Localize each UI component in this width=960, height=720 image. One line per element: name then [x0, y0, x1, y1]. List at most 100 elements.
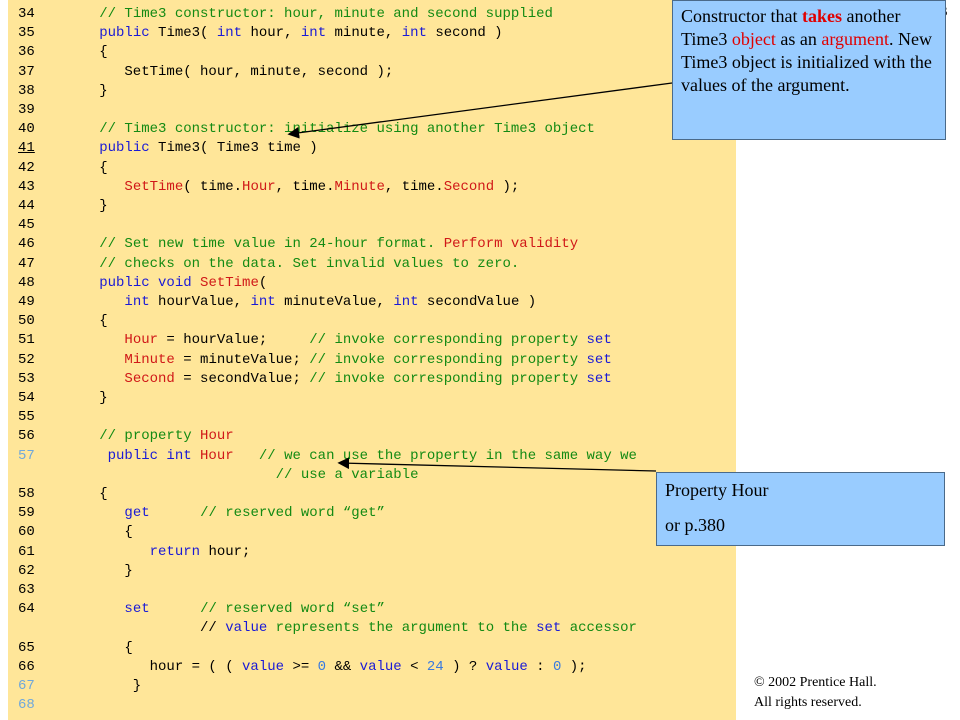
- code-line: 68: [18, 696, 74, 715]
- code-line: 41 public Time3( Time3 time ): [18, 139, 318, 158]
- code-line: 44 }: [18, 197, 108, 216]
- code-token: //: [200, 620, 226, 637]
- code-token: , time.: [384, 178, 444, 195]
- code-token: }: [74, 562, 133, 579]
- callout-text-part: another Time3: [681, 6, 901, 49]
- code-listing-panel: 34 // Time3 constructor: hour, minute an…: [8, 0, 736, 720]
- code-line: 63: [18, 581, 74, 600]
- line-number: 61: [18, 543, 35, 560]
- code-line: 42 {: [18, 159, 108, 178]
- code-token: {: [74, 486, 108, 502]
- code-line: 54 }: [18, 389, 108, 408]
- code-line: 45: [18, 216, 74, 235]
- line-number: 66: [18, 658, 35, 675]
- code-token: get: [124, 505, 150, 522]
- code-token: hour;: [200, 543, 251, 560]
- code-token: }: [74, 390, 108, 406]
- code-token: {: [74, 44, 108, 61]
- code-token: set: [586, 332, 612, 349]
- callout-text-part: Constructor that: [681, 6, 802, 26]
- code-token: set: [124, 601, 150, 618]
- line-number: 67: [18, 678, 35, 694]
- line-number: 48: [18, 274, 35, 291]
- code-line: 62 }: [18, 562, 133, 581]
- code-line: 47 // checks on the data. Set invalid va…: [18, 255, 519, 274]
- code-token: }: [74, 198, 108, 214]
- code-token: value: [225, 620, 268, 637]
- code-token: // invoke corresponding property: [309, 351, 587, 368]
- code-token: = hourValue;: [158, 332, 310, 349]
- copyright-line1: © 2002 Prentice Hall.: [754, 675, 877, 690]
- code-token: // checks on the data. Set invalid value…: [99, 255, 520, 272]
- code-line: 60 {: [18, 523, 133, 542]
- code-token: accessor: [561, 620, 637, 637]
- code-token: );: [494, 178, 520, 195]
- callout-property-line1: Property Hour: [665, 480, 769, 500]
- line-number: 49: [18, 294, 35, 310]
- code-line: 43 SetTime( time.Hour, time.Minute, time…: [18, 178, 519, 197]
- line-number: 60: [18, 524, 35, 541]
- arrow-to-property: [337, 457, 657, 472]
- code-token: int: [401, 25, 427, 42]
- code-token: }: [74, 678, 142, 694]
- code-token: Minute: [124, 351, 175, 368]
- code-token: int: [393, 294, 419, 310]
- code-token: set: [586, 351, 612, 368]
- code-line: 40 // Time3 constructor: initialize usin…: [18, 120, 595, 139]
- code-token: set: [536, 620, 562, 637]
- line-number: 50: [18, 313, 35, 330]
- code-token: // Time3 constructor: hour, minute and s…: [99, 6, 553, 22]
- code-line: 52 Minute = minuteValue; // invoke corre…: [18, 351, 612, 370]
- code-line: 37 SetTime( hour, minute, second );: [18, 63, 393, 82]
- callout-property-line2: or p.380: [665, 515, 725, 535]
- line-number: 57: [18, 447, 35, 464]
- code-line: 67 }: [18, 677, 141, 696]
- code-token: int: [216, 25, 243, 42]
- code-line: 46 // Set new time value in 24-hour form…: [18, 235, 578, 254]
- line-number: 62: [18, 562, 35, 579]
- line-number: 47: [18, 255, 35, 272]
- code-token: hour = ( (: [74, 658, 243, 675]
- line-number: 44: [18, 198, 35, 214]
- callout-text-part: object: [731, 29, 776, 49]
- code-token: >=: [284, 658, 318, 675]
- line-number: 45: [18, 217, 35, 234]
- code-token: 0: [552, 658, 562, 675]
- code-token: value: [242, 658, 285, 675]
- code-token: &&: [326, 658, 360, 675]
- callout-text-part: argument: [821, 29, 889, 49]
- code-line: 53 Second = secondValue; // invoke corre…: [18, 370, 612, 389]
- code-token: Time3(: [149, 25, 217, 42]
- copyright-notice: © 2002 Prentice Hall. All rights reserve…: [754, 673, 877, 713]
- code-token: // Set new time value in 24-hour format.: [99, 236, 444, 253]
- code-token: Hour: [200, 447, 234, 464]
- code-token: // Time3 constructor: initialize using a…: [99, 121, 595, 138]
- code-line: 55: [18, 408, 74, 427]
- code-token: set: [586, 370, 612, 387]
- code-token: int: [250, 294, 276, 310]
- code-token: value: [485, 658, 528, 675]
- line-number: 56: [18, 428, 35, 445]
- code-line: 50 {: [18, 312, 108, 331]
- line-number: 65: [18, 639, 35, 656]
- code-line: 51 Hour = hourValue; // invoke correspon…: [18, 331, 612, 350]
- code-line: 36 {: [18, 43, 108, 62]
- line-number: 38: [18, 82, 35, 99]
- code-line: 64 set // reserved word “set”: [18, 600, 385, 619]
- code-line: 35 public Time3( int hour, int minute, i…: [18, 24, 503, 43]
- code-line: // value represents the argument to the …: [18, 619, 637, 638]
- line-number: 68: [18, 697, 35, 714]
- line-number: 63: [18, 582, 35, 598]
- code-token: public void: [99, 274, 192, 291]
- code-token: (: [258, 274, 268, 291]
- code-token: minute,: [326, 25, 402, 42]
- code-token: public: [99, 140, 150, 157]
- callout-property-note: Property Hour or p.380: [656, 472, 945, 546]
- code-token: represents the argument to the: [267, 620, 537, 637]
- code-token: Perform validity: [443, 236, 579, 253]
- line-number: 39: [18, 102, 35, 118]
- code-token: {: [74, 639, 133, 656]
- code-token: Second: [124, 370, 175, 387]
- code-token: ( time.: [183, 178, 243, 195]
